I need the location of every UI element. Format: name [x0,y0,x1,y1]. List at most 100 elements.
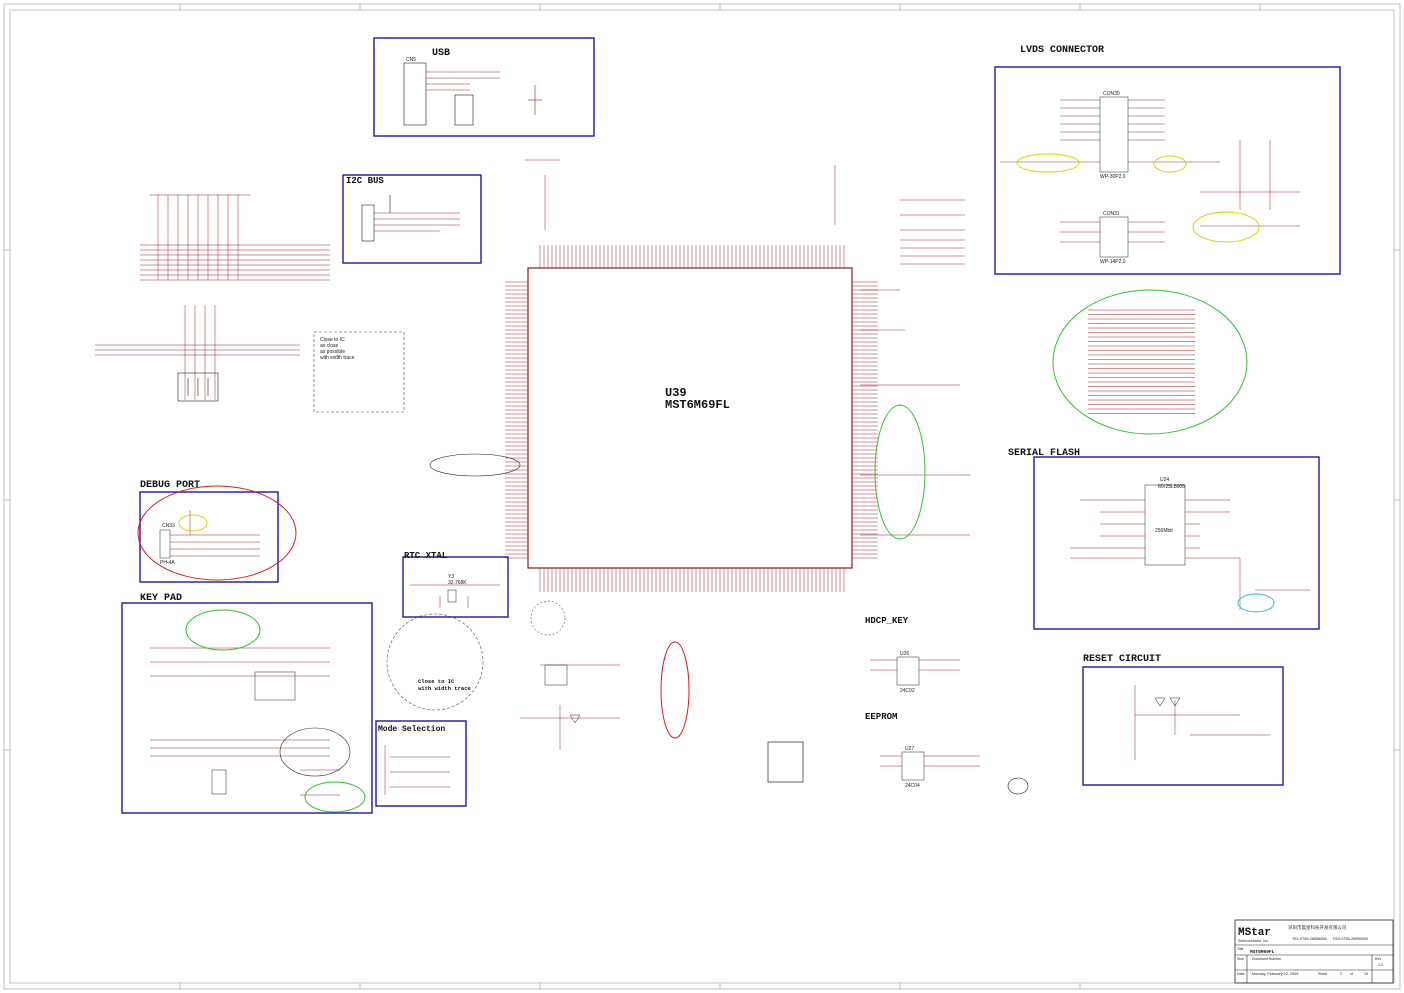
svg-text:with width trace: with width trace [418,685,472,692]
eeprom-title: EEPROM [865,712,897,722]
highlight-lvds-right [1192,211,1260,243]
diode-array [177,372,219,402]
title-title-label: Title [1237,947,1244,951]
title-doc-label: Document Number [1252,957,1282,961]
usb-connector [403,62,427,126]
title-logo: MStar [1238,927,1271,939]
highlight-usb-conn-note [178,514,208,532]
keypad-circuit [150,647,340,796]
hdcp-chip [896,656,920,686]
highlight-lvds-top [1153,155,1187,173]
title-tel: TEL:0755-26996666 [1292,937,1327,941]
highlight-keypad-bottom [304,781,366,813]
highlight-lvds-left [1016,153,1080,173]
highlight-bottom-mid [660,641,690,739]
main-chip-part: MST6M69FL [665,398,730,412]
usb-title: USB [432,48,450,59]
rtc-circuit [410,584,500,608]
section-boxes [121,37,1341,814]
eeprom-chip-part: 24C04 [905,783,920,789]
title-tagline: Semiconductor, Inc. [1238,939,1269,943]
title-size-label: Size [1237,957,1244,961]
lvds-conn-top-ref: CON30 [1103,91,1120,97]
lvds-conn-top-part: WP-30P2.0 [1100,174,1126,180]
title-of-label: of [1350,972,1353,976]
serial-flash-box [1033,456,1320,630]
lvds-resistor-network [1088,309,1195,414]
close-ic-note-top: Close to IC as close as possible with wi… [320,337,355,361]
close-ic-note-bottom: Close to IC with width trace [418,678,472,692]
standalone-component [767,741,804,783]
i2c-box [342,174,482,264]
i2c-circuit [361,195,460,242]
hdcp-title: HDCP_KEY [865,616,909,626]
chip-pins-right [852,281,878,559]
section-titles: USB I2C BUS LVDS CONNECTOR SERIAL FLASH … [140,45,1161,734]
lvds-conn-bottom-ref: CON31 [1103,211,1120,217]
highlight-eeprom-note [1007,777,1029,795]
hdcp-chip-part: 24C02 [900,688,915,694]
reset-circuit [1134,685,1270,760]
highlight-marks [137,153,1275,813]
eeprom-chip-ref: U27 [905,746,914,752]
debug-port-box [139,491,279,583]
svg-text:as possible: as possible [320,349,345,355]
chip-pins-bottom [539,568,845,592]
reset-box [1082,666,1284,786]
highlight-debug-port [137,485,297,581]
usb-box [373,37,595,137]
svg-text:as close: as close [320,343,339,349]
title-sheet-label: Sheet [1318,972,1327,976]
main-chip: U39 MST6M69FL [527,267,853,569]
debug-port-circuit [159,510,260,559]
eeprom-circuit [880,751,980,781]
highlight-flash-cap [1237,593,1275,613]
title-company: 深圳市晨星科技开发有限公司 [1288,924,1347,931]
main-chip-ref: U39 [665,386,687,400]
svg-text:Close to IC: Close to IC [418,678,455,685]
usb-conn-ref: CN5 [406,57,416,63]
mode-circuit [384,745,450,795]
crystal-freq: 32.768K [448,580,467,586]
debug-conn-ref: CN33 [162,523,175,529]
lvds-title: LVDS CONNECTOR [1020,45,1104,56]
title-sheet: 2 [1340,972,1342,976]
keypad-title: KEY PAD [140,593,182,604]
highlight-chip-right [874,404,926,540]
svg-text:Close to IC: Close to IC [320,337,345,343]
highlight-chip-bottom-left [530,600,566,636]
flash-chip [1144,484,1186,566]
flash-chip-size: 256Mbit [1155,528,1173,534]
lvds-conn-top [1099,96,1129,173]
highlight-lvds-resnet [1052,289,1248,435]
serial-flash-circuit [1070,484,1310,610]
debug-conn-part: PH-4A [160,560,175,566]
title-title: MST6M69FL [1250,949,1275,955]
rtc-title: RTC XTAL [404,551,447,561]
highlight-chip-left [429,453,521,477]
hdcp-circuit [870,656,960,686]
debug-connector [159,529,171,559]
eeprom-chip [901,751,925,781]
rtc-box [402,556,509,618]
mode-box [375,720,467,807]
title-block: MStar Semiconductor, Inc. 深圳市晨星科技开发有限公司 … [1234,919,1394,984]
lvds-conn-bottom-part: WP-14P2.0 [1100,259,1126,265]
title-sheets: 10 [1364,972,1368,976]
reset-title: RESET CIRCUIT [1083,654,1161,665]
lvds-box [994,66,1341,275]
serial-flash-title: SERIAL FLASH [1008,448,1080,459]
svg-text:with width trace: with width trace [320,355,355,361]
title-fax: FAX:0755-26996555 [1333,937,1368,941]
i2c-title: I2C BUS [346,176,384,186]
flash-chip-part: MX25L8005 [1158,484,1185,490]
title-date: Monday, February 02, 2009 [1252,972,1298,976]
chip-pins-left [505,281,528,559]
sheet-frame [3,3,1401,990]
highlight-keypad-note [279,727,351,777]
keypad-box [121,602,373,814]
debug-port-title: DEBUG PORT [140,480,200,491]
flash-chip-ref: U24 [1160,477,1169,483]
left-resistor-bank [95,194,330,400]
